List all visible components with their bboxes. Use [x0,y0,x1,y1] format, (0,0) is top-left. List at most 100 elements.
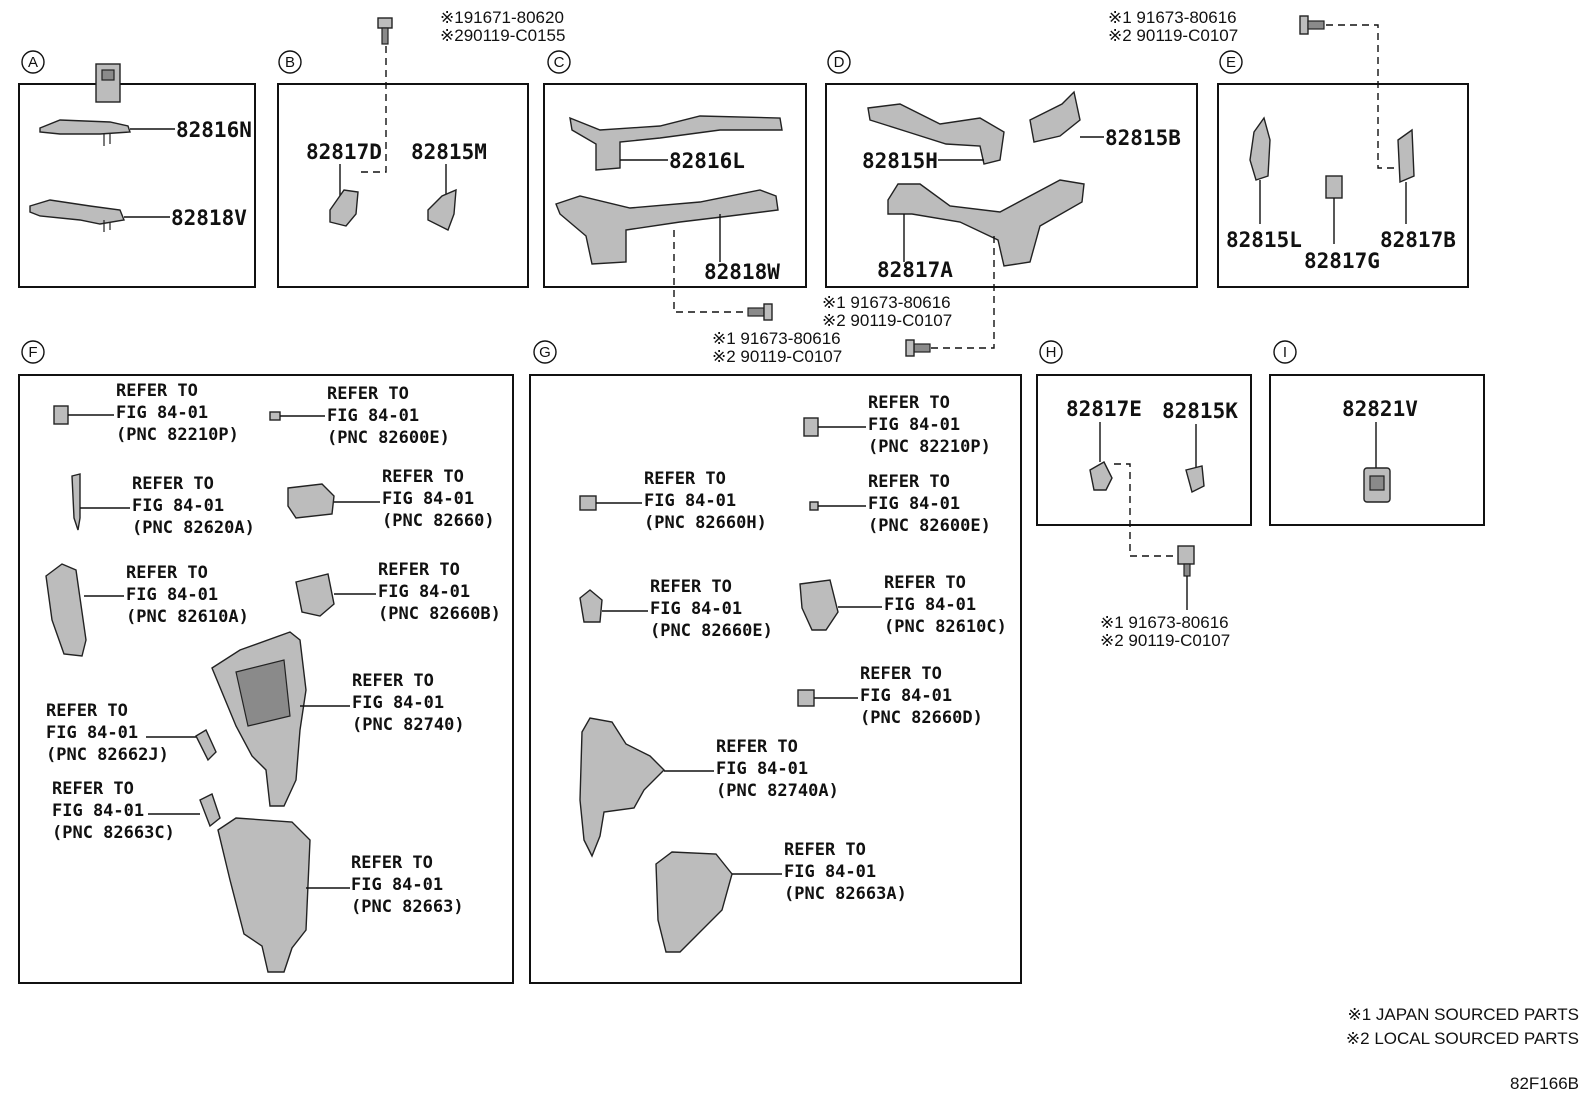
figure-reference[interactable]: FIG 84-01 [116,403,208,423]
refer-label: REFER TO [351,853,433,873]
figure-reference[interactable]: FIG 84-01 [650,599,742,619]
figure-reference[interactable]: FIG 84-01 [132,496,224,516]
section-marker-b [278,50,302,74]
section-g: G REFER TO FIG 84-01 (PNC 82210P) REFER … [529,340,1022,984]
part-number-82821v[interactable]: 82821V [1342,397,1418,421]
pnc-reference[interactable]: (PNC 82660B) [378,604,501,624]
fastener-b-local[interactable]: ※290119-C0155 [440,26,565,45]
figure-reference[interactable]: FIG 84-01 [52,801,144,821]
pnc-reference[interactable]: (PNC 82600E) [868,516,991,536]
fastener-d-local[interactable]: ※2 90119-C0107 [712,347,842,366]
pnc-reference[interactable]: (PNC 82660) [382,511,495,531]
pnc-reference[interactable]: (PNC 82660H) [644,513,767,533]
figure-code: 82F166B [1510,1074,1579,1093]
section-letter-i: I [1283,344,1287,361]
clip-icon [199,793,221,828]
figure-reference[interactable]: FIG 84-01 [351,875,443,895]
screw-icon [1299,15,1325,35]
pnc-reference[interactable]: (PNC 82663A) [784,884,907,904]
refer-label: REFER TO [716,737,798,757]
refer-label: REFER TO [784,840,866,860]
fastener-c-local[interactable]: ※2 90119-C0107 [822,311,952,330]
part-number-82817e[interactable]: 82817E [1066,397,1142,421]
pnc-reference[interactable]: (PNC 82740A) [716,781,839,801]
part-number-82818w[interactable]: 82818W [704,260,780,284]
part-number-82815h[interactable]: 82815H [862,149,938,173]
section-marker-c [547,50,571,74]
pnc-reference[interactable]: (PNC 82663C) [52,823,175,843]
clip-icon [195,728,217,762]
refer-label: REFER TO [884,573,966,593]
figure-reference[interactable]: FIG 84-01 [644,491,736,511]
fastener-h-local[interactable]: ※2 90119-C0107 [1100,631,1230,650]
fastener-b-japan[interactable]: ※191671-80620 [440,8,564,27]
part-number-82815l[interactable]: 82815L [1226,228,1302,252]
refer-label: REFER TO [868,472,950,492]
figure-reference[interactable]: FIG 84-01 [868,494,960,514]
refer-label: REFER TO [52,779,134,799]
section-c: C 82816L 82818W [543,50,807,288]
screw-icon [747,303,773,321]
part-number-82816l[interactable]: 82816L [669,149,745,173]
fastener-e-local[interactable]: ※2 90119-C0107 [1108,26,1238,45]
figure-reference[interactable]: FIG 84-01 [378,582,470,602]
pnc-reference[interactable]: (PNC 82663) [351,897,464,917]
part-number-82818v[interactable]: 82818V [171,206,247,230]
cover-icon [655,851,733,953]
part-number-82815b[interactable]: 82815B [1105,126,1181,150]
section-f: F REFER TO FIG 84-01 (PNC 82210P) REFER … [18,340,514,984]
cover-icon [217,817,311,973]
fastener-e-japan[interactable]: ※1 91673-80616 [1108,8,1237,27]
figure-reference[interactable]: FIG 84-01 [382,489,474,509]
connector-icon [579,589,603,623]
bracket-icon [427,188,457,231]
section-marker-i [1273,340,1297,364]
refer-label: REFER TO [327,384,409,404]
connector-icon [269,411,281,421]
legend-local-sourced: ※2 LOCAL SOURCED PARTS [1346,1029,1579,1048]
fastener-d-japan[interactable]: ※1 91673-80616 [712,329,841,348]
pnc-reference[interactable]: (PNC 82740) [352,715,465,735]
pnc-reference[interactable]: (PNC 82210P) [868,437,991,457]
pnc-reference[interactable]: (PNC 82662J) [46,745,169,765]
pnc-reference[interactable]: (PNC 82620A) [132,518,255,538]
bracket-icon [1089,461,1113,491]
figure-reference[interactable]: FIG 84-01 [868,415,960,435]
relay-icon [1363,467,1391,503]
part-number-82817a[interactable]: 82817A [877,258,953,282]
wire-bracket-icon [39,119,131,146]
figure-reference[interactable]: FIG 84-01 [352,693,444,713]
clip-icon [1325,175,1343,199]
part-number-82815k[interactable]: 82815K [1162,399,1238,423]
section-letter-g: G [539,344,551,361]
section-marker-e [1219,50,1243,74]
figure-reference[interactable]: FIG 84-01 [716,759,808,779]
junction-block-icon [579,717,665,858]
pnc-reference[interactable]: (PNC 82610C) [884,617,1007,637]
screw-icon [905,339,931,357]
figure-reference[interactable]: FIG 84-01 [784,862,876,882]
section-marker-f [21,340,45,364]
figure-reference[interactable]: FIG 84-01 [327,406,419,426]
figure-reference[interactable]: FIG 84-01 [860,686,952,706]
figure-reference[interactable]: FIG 84-01 [126,585,218,605]
fastener-c-japan[interactable]: ※1 91673-80616 [822,293,951,312]
pnc-reference[interactable]: (PNC 82660E) [650,621,773,641]
pnc-reference[interactable]: (PNC 82210P) [116,425,239,445]
refer-label: REFER TO [644,469,726,489]
part-number-82817b[interactable]: 82817B [1380,228,1456,252]
section-letter-a: A [28,54,38,71]
figure-reference[interactable]: FIG 84-01 [884,595,976,615]
pnc-reference[interactable]: (PNC 82660D) [860,708,983,728]
part-number-82816n[interactable]: 82816N [176,118,252,142]
part-number-82815m[interactable]: 82815M [411,140,487,164]
part-number-82817d[interactable]: 82817D [306,140,382,164]
part-number-82817g[interactable]: 82817G [1304,249,1380,273]
bracket-icon [1249,116,1271,181]
connector-block-icon [287,483,335,519]
fastener-h-japan[interactable]: ※1 91673-80616 [1100,613,1229,632]
pnc-reference[interactable]: (PNC 82600E) [327,428,450,448]
figure-reference[interactable]: FIG 84-01 [46,723,138,743]
connector-block-icon [799,579,839,631]
pnc-reference[interactable]: (PNC 82610A) [126,607,249,627]
